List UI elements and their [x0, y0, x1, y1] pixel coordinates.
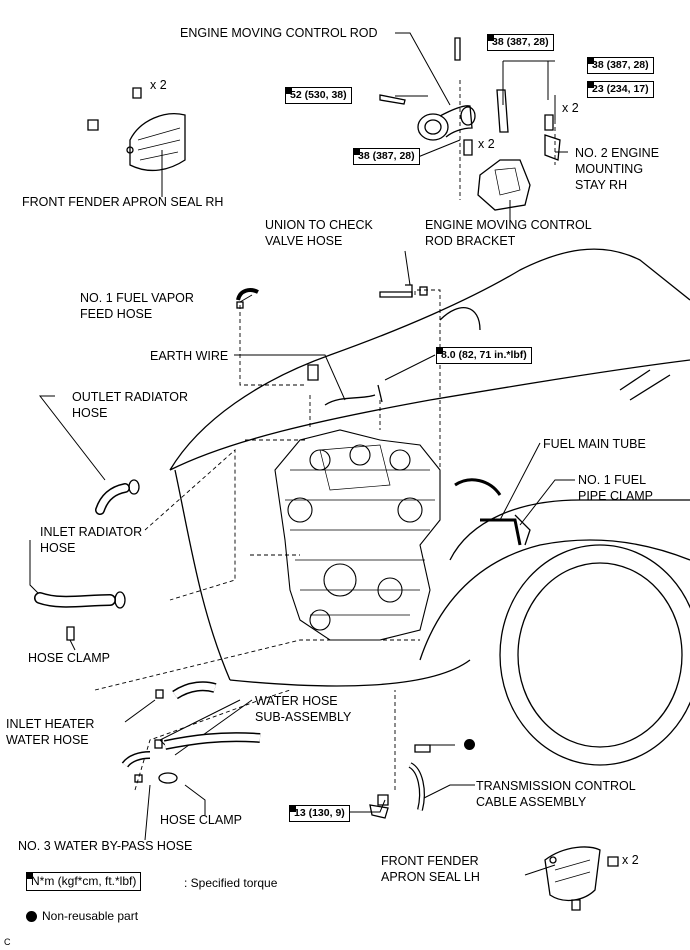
torque-spec-icon	[587, 81, 594, 88]
non-reusable-dot-icon	[26, 911, 37, 922]
torque-38-top: 38 (387, 28)	[487, 34, 554, 51]
label-transmission-control-cable-assembly: TRANSMISSION CONTROL CABLE ASSEMBLY	[476, 779, 636, 809]
count-x2-stay: x 2	[562, 101, 579, 115]
label-outlet-radiator-hose: OUTLET RADIATOR HOSE	[72, 390, 188, 420]
engine-assembly	[274, 429, 441, 641]
outlet-radiator-hose	[95, 479, 140, 515]
label-hose-clamp-lower: HOSE CLAMP	[160, 813, 242, 827]
transmission-control-cable-assembly	[369, 744, 431, 819]
torque-38-right: 38 (387, 28)	[587, 57, 654, 74]
earth-wire	[324, 384, 383, 406]
torque-spec-icon	[26, 872, 33, 879]
no-1-fuel-vapor-feed-hose	[236, 288, 259, 309]
front-fender-apron-seal-rh	[126, 113, 186, 172]
label-no2-engine-mounting-stay-rh: NO. 2 ENGINE MOUNTING STAY RH	[575, 146, 660, 192]
label-inlet-heater-water-hose: INLET HEATER WATER HOSE	[6, 717, 95, 747]
legend-torque-desc: : Specified torque	[184, 876, 278, 890]
fuel-main-tube	[454, 478, 531, 546]
hose-clamp-upper	[66, 626, 75, 641]
dashed-reference-lines	[94, 80, 556, 791]
torque-8: 8.0 (82, 71 in.*lbf)	[436, 347, 532, 364]
label-no1-fuel-vapor-feed-hose: NO. 1 FUEL VAPOR FEED HOSE	[80, 291, 194, 321]
legend-nonreusable: Non-reusable part	[42, 909, 139, 923]
torque-spec-icon	[587, 57, 594, 64]
no-3-water-bypass-hose	[121, 739, 178, 784]
label-front-fender-apron-seal-rh: FRONT FENDER APRON SEAL RH	[22, 195, 224, 209]
label-hose-clamp-upper: HOSE CLAMP	[28, 651, 110, 665]
count-x2-seal-lh: x 2	[622, 853, 639, 867]
label-no3-water-bypass-hose: NO. 3 WATER BY-PASS HOSE	[18, 839, 193, 853]
label-fuel-main-tube: FUEL MAIN TUBE	[543, 437, 646, 451]
legend-torque-box: N*m (kgf*cm, ft.*lbf)	[26, 872, 142, 891]
label-no1-fuel-pipe-clamp: NO. 1 FUEL PIPE CLAMP	[578, 473, 654, 503]
engine-moving-control-rod	[379, 37, 476, 141]
torque-23: 23 (234, 17)	[587, 81, 654, 98]
inlet-radiator-hose	[34, 591, 126, 609]
label-inlet-radiator-hose: INLET RADIATOR HOSE	[40, 525, 143, 555]
union-to-check-valve-hose	[379, 284, 428, 298]
torque-38-lower: 38 (387, 28)	[353, 148, 420, 165]
torque-spec-icon	[289, 805, 296, 812]
front-fender-apron-seal-lh	[544, 846, 601, 902]
label-water-hose-sub-assembly: WATER HOSE SUB-ASSEMBLY	[255, 694, 352, 724]
count-x2-seal-rh: x 2	[150, 78, 167, 92]
torque-spec-icon	[285, 87, 292, 94]
count-x2-bracket: x 2	[478, 137, 495, 151]
engine-moving-control-rod-bracket	[477, 134, 561, 211]
label-union-to-check-valve-hose: UNION TO CHECK VALVE HOSE	[265, 218, 373, 248]
torque-52: 52 (530, 38)	[285, 87, 352, 104]
footer-code: C	[4, 937, 11, 947]
vehicle-body-outline	[169, 248, 690, 766]
non-reusable-dot-icon	[464, 739, 475, 750]
leader-lines	[29, 32, 575, 876]
torque-spec-icon	[436, 347, 443, 354]
torque-13: 13 (130, 9)	[289, 805, 350, 822]
water-hose-sub-assembly	[155, 681, 261, 750]
torque-spec-icon	[353, 148, 360, 155]
label-front-fender-apron-seal-lh: FRONT FENDER APRON SEAL LH	[381, 854, 480, 884]
torque-spec-icon	[487, 34, 494, 41]
label-engine-moving-control-rod-bracket: ENGINE MOVING CONTROL ROD BRACKET	[425, 218, 592, 248]
label-earth-wire: EARTH WIRE	[150, 349, 229, 363]
label-engine-moving-control-rod: ENGINE MOVING CONTROL ROD	[180, 26, 378, 40]
